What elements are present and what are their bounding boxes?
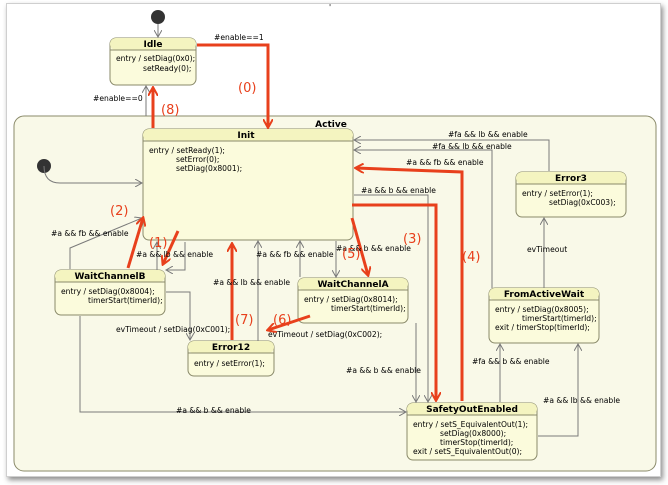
state-init[interactable]: Init entry / setReady(1); setError(0); s… (142, 128, 354, 241)
label-evtimeout: evTimeout (527, 245, 567, 254)
label-waitb-to-safety: #a && b && enable (176, 406, 251, 415)
label-waita-timeout: evTimeout / setDiag(0xC002); (268, 330, 382, 339)
state-init-name: Init (237, 131, 255, 141)
transition-waitb-to-safety (79, 316, 406, 412)
gray-transitions (43, 24, 578, 437)
label-init-to-waitb: #a && lb && enable (136, 250, 213, 259)
marker-8: (8) (161, 103, 179, 118)
state-waitchannelb[interactable]: WaitChannelB entry / setDiag(0x8004); ti… (54, 269, 166, 316)
state-safetyoutenabled[interactable]: SafetyOutEnabled entry / setS_Equivalent… (406, 402, 538, 461)
state-safetyoutenabled-line-1: entry / setS_EquivalentOut(1); (413, 420, 528, 429)
transition-fromactive-to-init (354, 150, 493, 288)
state-fromactivewait-line-1: entry / setDiag(0x8005); (495, 305, 589, 314)
marker-1: (1) (149, 236, 167, 251)
state-idle-line-2: setReady(0); (143, 64, 192, 73)
label-waitb-to-init: #a && fb && enable (51, 229, 129, 238)
marker-7: (7) (235, 313, 253, 328)
state-active-name: Active (315, 120, 347, 130)
red-transition-4 (356, 168, 464, 401)
transition-waitb-to-init (69, 218, 142, 269)
state-fromactivewait[interactable]: FromActiveWait entry / setDiag(0x8005); … (488, 287, 600, 344)
red-transition-3 (352, 203, 436, 400)
state-idle-line-1: entry / setDiag(0x0); (116, 54, 195, 63)
marker-5: (5) (342, 247, 360, 262)
state-error3-name: Error3 (555, 174, 587, 184)
label-error3-to-init: #fa && lb && enable (448, 130, 528, 139)
marker-2: (2) (110, 204, 128, 219)
label-enable0: #enable==0 (93, 94, 143, 103)
state-idle-name: Idle (144, 40, 163, 50)
state-init-line-3: setDiag(0x8001); (176, 164, 242, 173)
state-error3-line-2: setDiag(0xC003); (549, 198, 616, 207)
label-waita-to-safety: #a && b && enable (346, 366, 421, 375)
state-error3-line-1: entry / setError(1); (522, 189, 593, 198)
marker-3: (3) (403, 232, 421, 247)
transition-init-to-safety (354, 194, 428, 402)
transition-error3-to-init (354, 140, 550, 171)
state-waitchannelb-name: WaitChannelB (74, 272, 145, 282)
state-error3[interactable]: Error3 entry / setError(1); setDiag(0xC0… (515, 171, 627, 218)
state-error12-line-1: entry / setError(1); (194, 359, 265, 368)
state-fromactivewait-line-2: timerStart(timerId); (522, 314, 597, 323)
state-error12[interactable]: Error12 entry / setError(1); (187, 340, 275, 377)
label-safety-to-init: #a && fb && enable (406, 158, 484, 167)
state-waitchannela[interactable]: WaitChannelA entry / setDiag(0x8014); ti… (297, 277, 409, 324)
marker-4: (4) (462, 250, 480, 265)
state-waitchannelb-line-2: timerStart(timerId); (88, 296, 163, 305)
label-init-to-waita: #a && b && enable (336, 244, 411, 253)
state-safetyoutenabled-line-4: exit / setS_EquivalentOut(0); (413, 447, 522, 456)
transition-initial-to-init (43, 165, 142, 183)
transition-init-to-waitb-b (166, 242, 186, 270)
top-mark: ' (329, 3, 331, 12)
label-waita-to-init: #a && fb && enable (256, 250, 334, 259)
red-transition-5 (350, 217, 368, 275)
state-init-line-1: entry / setReady(1); (149, 146, 225, 155)
marker-6: (6) (273, 313, 291, 328)
red-transitions (126, 43, 464, 401)
label-safety-to-fromactive-b: #a && lb && enable (543, 396, 620, 405)
transition-safety-to-fromactive-b (538, 344, 578, 437)
state-fromactivewait-line-3: exit / timerStop(timerId); (495, 323, 590, 332)
transition-waitb-to-error12 (166, 291, 190, 340)
state-waitchannela-name: WaitChannelA (317, 280, 388, 290)
label-waitb-timeout: evTimeout / setDiag(0xC001); (116, 325, 230, 334)
label-safety-to-fromactive: #fa && b && enable (472, 357, 550, 366)
initial-node-top (151, 10, 165, 24)
red-transition-6 (268, 314, 311, 330)
label-init-to-safety: #a && b && enable (361, 186, 436, 195)
red-transition-2 (126, 218, 143, 269)
state-error12-name: Error12 (212, 343, 250, 353)
label-error12-to-init: #a && lb && enable (213, 278, 290, 287)
state-safetyoutenabled-line-3: timerStop(timerId); (440, 438, 513, 447)
state-safetyoutenabled-name: SafetyOutEnabled (426, 405, 518, 415)
red-transition-0 (197, 43, 268, 127)
marker-0: (0) (238, 81, 256, 96)
state-init-line-2: setError(0); (176, 155, 219, 164)
state-waitchannela-line-2: timerStart(timerId); (331, 304, 406, 313)
state-idle[interactable]: Idle entry / setDiag(0x0); setReady(0); (109, 37, 197, 86)
label-enable1: #enable==1 (214, 33, 264, 42)
label-fromactive-to-init: #fa && lb && enable (432, 142, 512, 151)
state-fromactivewait-name: FromActiveWait (504, 290, 585, 300)
red-transition-1 (163, 230, 180, 264)
state-safetyoutenabled-line-2: setDiag(0x8000); (440, 429, 506, 438)
state-waitchannela-line-1: entry / setDiag(0x8014); (304, 295, 398, 304)
state-waitchannelb-line-1: entry / setDiag(0x8004); (61, 287, 155, 296)
